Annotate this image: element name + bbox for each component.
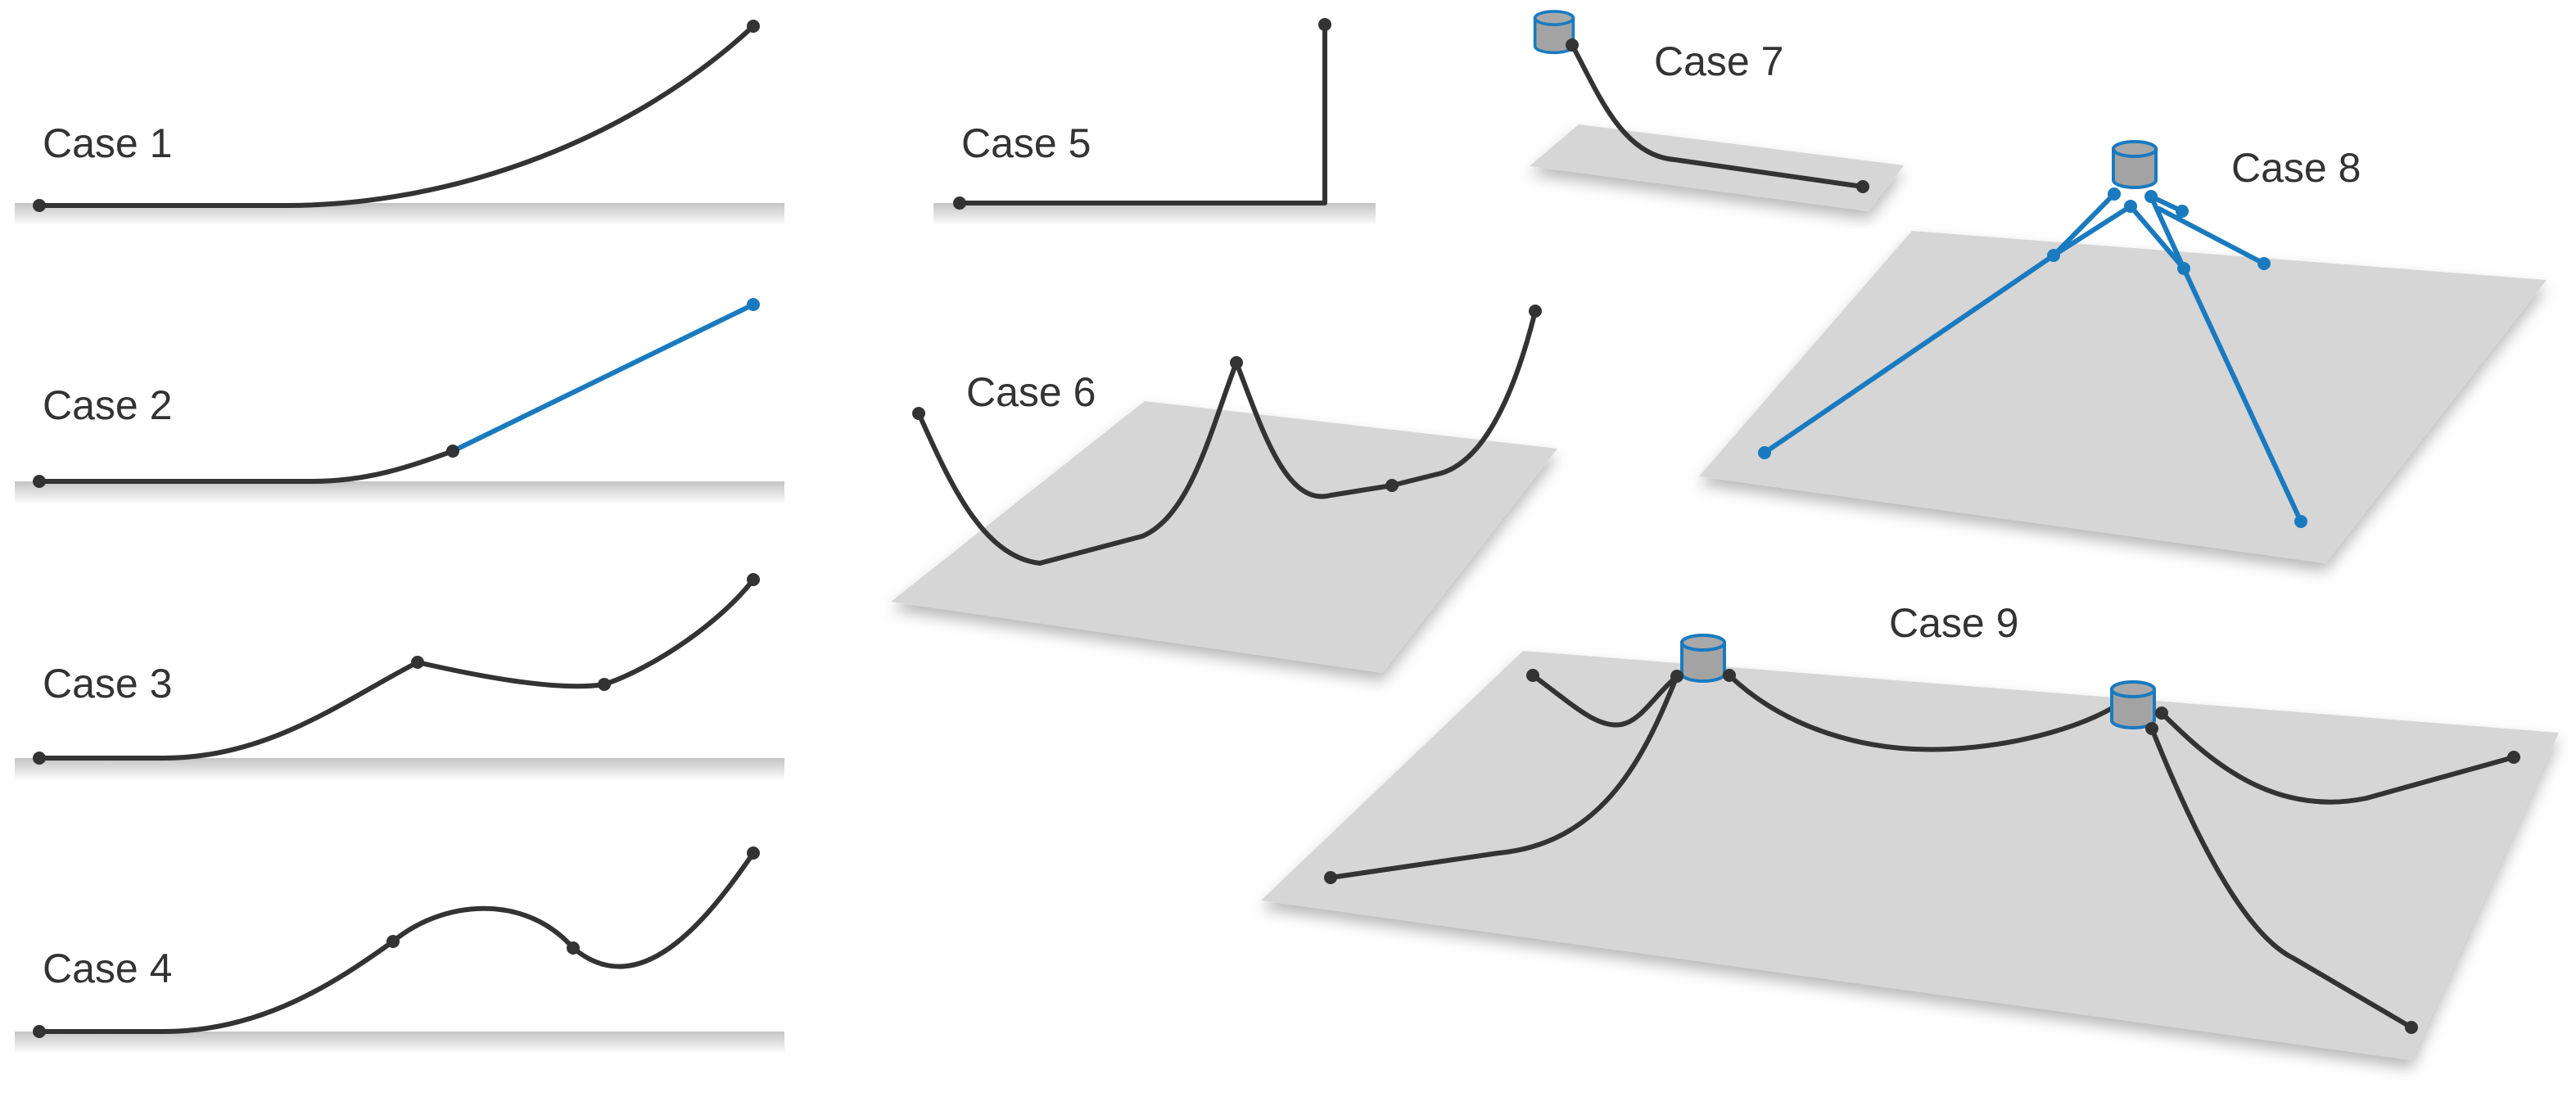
case-9-node-1 — [1670, 670, 1683, 683]
case-8-connection-2 — [2177, 262, 2190, 275]
case-8-connection-1 — [2047, 249, 2060, 262]
case-7-label: Case 7 — [1654, 38, 1783, 84]
case-3-fairlead-point — [747, 573, 760, 586]
case-9-seabed-plane — [1261, 651, 2559, 1060]
case-3-label: Case 3 — [43, 661, 172, 707]
case-4-buoy-point — [386, 935, 400, 948]
case-9-anchor-2 — [1324, 871, 1337, 884]
case-9-node-4 — [2145, 722, 2158, 735]
case-8-anchor-3 — [2294, 515, 2307, 528]
case-3-seabed — [15, 758, 784, 781]
case-4-fairlead-point — [747, 846, 760, 860]
case-8-label: Case 8 — [2231, 145, 2361, 191]
case-2-highlighted-segment — [450, 302, 756, 454]
case-5-seabed — [933, 203, 1376, 226]
case-9-node-3 — [2155, 707, 2168, 720]
case-6-point-4 — [1529, 305, 1542, 318]
case-5-anchor-point — [953, 196, 966, 210]
case-9-mooring-lines — [1328, 673, 2516, 1030]
case-4-mooring-line — [37, 851, 756, 1034]
case-2-fairlead-point — [747, 298, 760, 311]
case-9-panel: Case 9 — [1261, 600, 2559, 1060]
case-9-anchor-4 — [2405, 1021, 2418, 1034]
case-4-label: Case 4 — [43, 946, 172, 991]
case-1-label: Case 1 — [43, 120, 172, 166]
case-1-panel: Case 1 — [15, 20, 784, 226]
case-2-panel: Case 2 — [15, 298, 784, 504]
case-4-anchor-point — [33, 1025, 46, 1038]
case-7-fairlead-point — [1566, 38, 1579, 52]
case-9-node-2 — [1723, 669, 1736, 682]
case-2-connection-point — [446, 445, 459, 458]
case-2-seabed — [15, 481, 784, 504]
case-7-anchor-point — [1856, 180, 1869, 193]
case-3-connection-point-2 — [598, 678, 611, 691]
case-4-panel: Case 4 — [15, 846, 784, 1054]
case-7-panel: Case 7 — [1530, 10, 1904, 211]
case-8-anchor-1 — [1758, 446, 1771, 459]
case-3-mooring-line — [37, 577, 756, 761]
case-3-connection-point-1 — [411, 656, 424, 669]
case-5-label: Case 5 — [961, 120, 1091, 166]
case-6-panel: Case 6 — [891, 305, 1557, 673]
case-3-panel: Case 3 — [15, 573, 784, 781]
case-9-anchor-3 — [2507, 751, 2520, 764]
case-9-buoy-1 — [1680, 634, 1726, 683]
case-4-seabed — [15, 1032, 784, 1054]
case-2-mooring-line — [37, 449, 455, 484]
case-5-panel: Case 5 — [933, 18, 1376, 226]
case-9-label: Case 9 — [1889, 600, 2018, 646]
case-3-anchor-point — [33, 752, 46, 765]
case-6-point-3 — [1385, 479, 1399, 492]
case-6-point-1 — [912, 407, 925, 420]
case-8-node-3 — [2144, 190, 2158, 203]
case-9-anchor-1 — [1526, 669, 1539, 682]
case-5-fairlead-point — [1318, 18, 1331, 31]
case-2-anchor-point — [33, 475, 46, 488]
case-6-seabed-plane — [891, 401, 1557, 673]
case-8-seabed-plane — [1699, 231, 2547, 563]
case-6-point-2 — [1230, 356, 1243, 369]
case-1-anchor-point — [33, 199, 46, 212]
case-8-anchor-2 — [2257, 257, 2271, 270]
case-8-buoy — [2112, 140, 2158, 189]
case-1-mooring-line — [37, 24, 756, 208]
case-1-fairlead-point — [747, 20, 760, 33]
case-8-panel: Case 8 — [1699, 140, 2547, 563]
case-8-node-2 — [2124, 200, 2137, 213]
case-8-node-1 — [2108, 187, 2121, 201]
case-4-clump-point — [567, 941, 580, 955]
case-8-node-4 — [2176, 205, 2189, 218]
case-2-label: Case 2 — [43, 382, 172, 428]
case-5-mooring-line — [957, 22, 1327, 205]
case-7-mooring-line — [1570, 43, 1865, 189]
case-9-buoy-2 — [2110, 680, 2156, 729]
case-6-label: Case 6 — [966, 369, 1096, 415]
